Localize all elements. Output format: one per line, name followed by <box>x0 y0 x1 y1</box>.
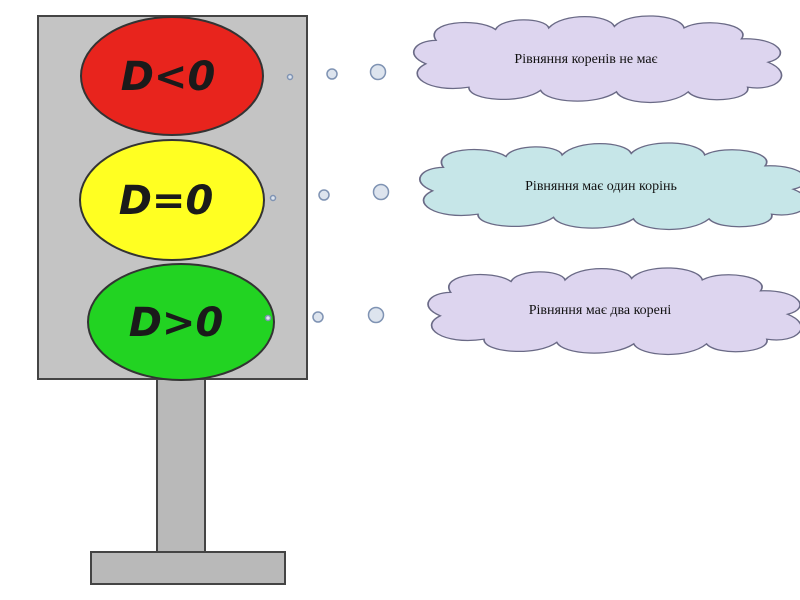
light-green: D>0 <box>88 264 274 380</box>
light-red-label: D<0 <box>121 54 216 100</box>
light-yellow-label: D=0 <box>119 178 214 224</box>
light-green-label: D>0 <box>129 300 224 346</box>
light-yellow: D=0 <box>80 140 264 260</box>
traffic-light-base <box>91 552 285 584</box>
cloud-two-roots-text: Рівняння має два корені <box>529 303 672 318</box>
cloud-one-root-text: Рівняння має один корінь <box>525 179 677 194</box>
cloud-no-roots-text: Рівняння коренів не має <box>514 52 657 67</box>
traffic-light-pole <box>157 378 205 552</box>
light-red: D<0 <box>81 17 263 135</box>
